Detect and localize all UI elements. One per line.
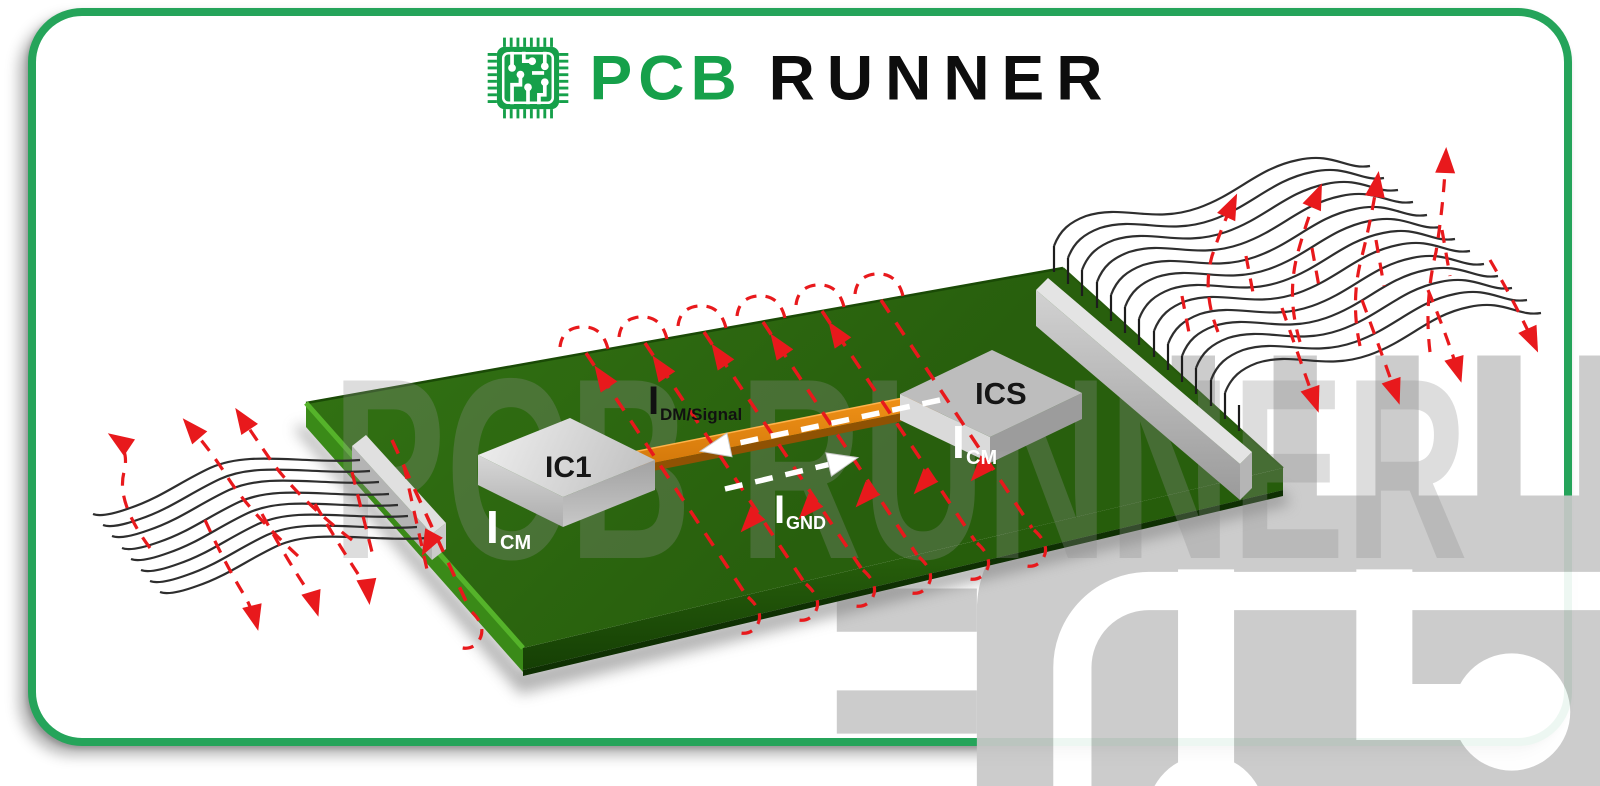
ground-return-arrow	[724, 452, 860, 492]
field-loop-lines	[390, 299, 1034, 611]
label-icm-left-sub: CM	[500, 532, 531, 554]
field-loop-top-arcs	[558, 272, 905, 350]
label-ics: ICS	[975, 376, 1027, 411]
label-ic1: IC1	[545, 451, 592, 484]
emission-arrows-left	[107, 407, 430, 631]
field-loop-arrowheads	[421, 321, 996, 556]
emission-arrows-right	[1180, 147, 1539, 413]
label-idm-symbol: I	[648, 379, 659, 423]
right-connector-pins	[1052, 246, 1241, 431]
label-ignd-sub: GND	[786, 513, 826, 533]
label-idm-sub: DM/Signal	[660, 405, 742, 424]
current-arrows	[698, 397, 941, 492]
label-icm-right-sub: CM	[966, 447, 997, 469]
brand-header: PCB RUNNER	[0, 34, 1600, 122]
pcb-runner-logo-icon	[486, 34, 570, 122]
right-connector	[1036, 278, 1252, 500]
field-loop-bottom-arcs	[455, 528, 1048, 650]
signal-current-arrow	[698, 397, 941, 458]
label-icm-left-symbol: I	[486, 501, 499, 553]
ribbon-cable-left	[92, 457, 428, 595]
brand-name-pcb: PCB	[589, 42, 743, 114]
label-ignd-symbol: I	[774, 488, 785, 532]
ic1-chip	[478, 418, 655, 527]
label-icm-right-symbol: I	[952, 416, 965, 468]
ics-chip	[900, 350, 1082, 463]
brand-name-runner: RUNNER	[768, 42, 1115, 114]
diagram-labels: IC1 ICS I CM I CM I DM/Signal I GND	[486, 376, 1027, 554]
